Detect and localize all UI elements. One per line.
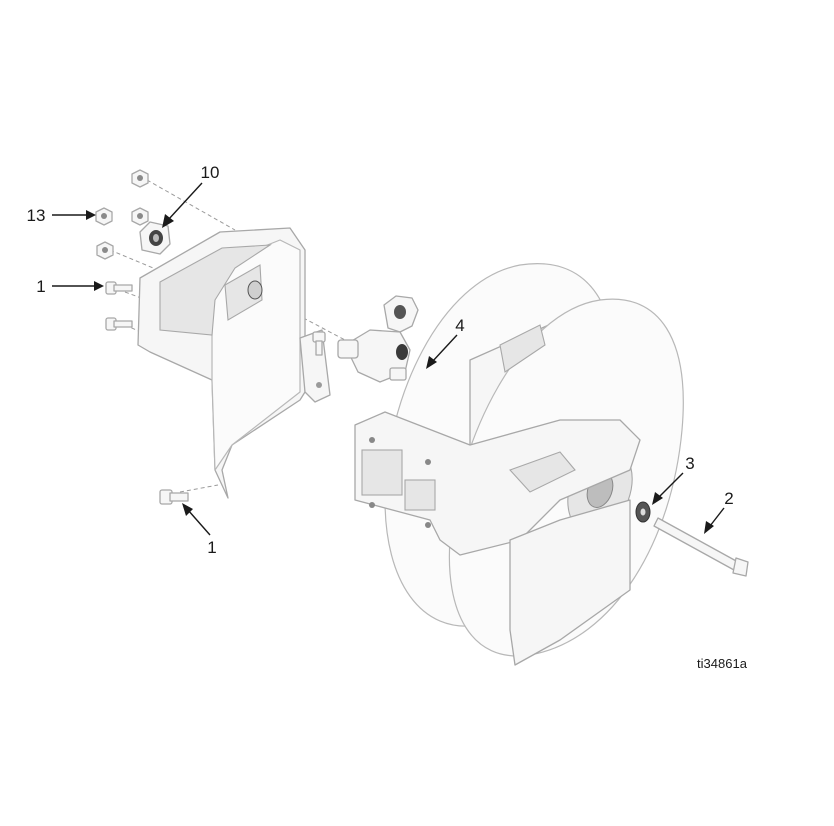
washer-item-3 xyxy=(635,501,651,523)
callout-13: 13 xyxy=(27,206,46,225)
callout-3: 3 xyxy=(685,454,694,473)
bolts xyxy=(105,281,326,505)
swivel-fitting xyxy=(337,295,419,383)
hex-nuts xyxy=(95,169,149,260)
callout-1-upper: 1 xyxy=(36,277,45,296)
figure-id: ti34861a xyxy=(697,656,748,671)
callout-4: 4 xyxy=(455,316,464,335)
reel-base-frame xyxy=(354,411,641,666)
mounting-bracket xyxy=(137,227,331,499)
callout-2: 2 xyxy=(724,489,733,508)
callout-1-lower: 1 xyxy=(207,538,216,557)
axle-shaft-item-2 xyxy=(653,517,749,577)
callout-arrows xyxy=(52,182,725,536)
bearing-nut xyxy=(139,221,171,255)
callout-10: 10 xyxy=(201,163,220,182)
